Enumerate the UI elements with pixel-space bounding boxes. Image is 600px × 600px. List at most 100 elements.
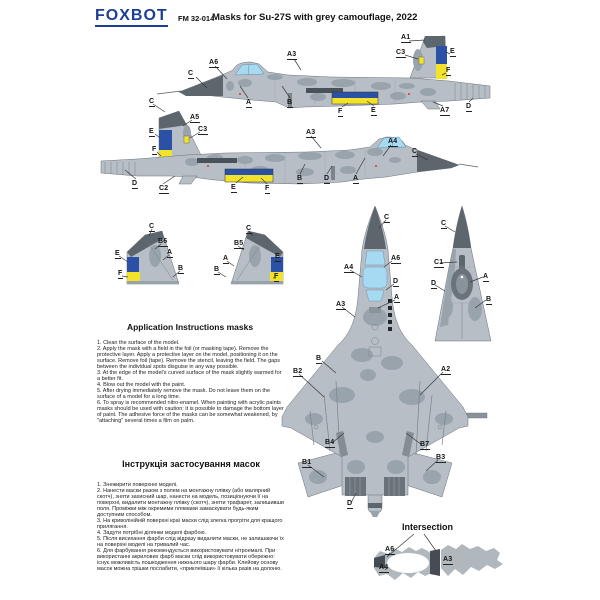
mask-label-b: B bbox=[316, 355, 323, 364]
fin-cap bbox=[423, 36, 445, 48]
nose-cone bbox=[453, 206, 471, 248]
stores bbox=[306, 88, 343, 93]
mask-label-a5: A5 bbox=[190, 114, 201, 123]
page-title: Masks for Su-27S with grey camouflage, 2… bbox=[212, 12, 418, 23]
fin-cap bbox=[159, 111, 187, 129]
trident-emblem bbox=[418, 56, 425, 65]
canopy bbox=[234, 63, 265, 76]
intersection-strip-left bbox=[374, 555, 385, 568]
part-number: FM 32-014 bbox=[178, 14, 215, 23]
mask-label-f: F bbox=[338, 108, 344, 117]
mask-label-a2: A2 bbox=[441, 366, 452, 375]
fuselage-flag-yellow bbox=[225, 175, 273, 182]
canopy bbox=[362, 250, 388, 302]
mask-label-d: D bbox=[324, 175, 331, 184]
mask-label-b2: B2 bbox=[293, 368, 304, 377]
intersection-title: Intersection bbox=[402, 522, 454, 532]
instruction-step: 3. На криволінійній поверхні краї маски … bbox=[97, 518, 283, 530]
airframe-planform bbox=[281, 205, 469, 496]
mask-label-b4: B4 bbox=[325, 439, 336, 448]
leader-lines bbox=[298, 219, 444, 504]
mask-label-c: C bbox=[188, 70, 195, 79]
instruction-step: 4. Blow out the model with the paint. bbox=[97, 382, 186, 388]
mask-label-e: E bbox=[149, 128, 155, 137]
mask-label-c: C bbox=[246, 225, 253, 234]
mask-label-a: A bbox=[167, 249, 174, 258]
nozzle-detail bbox=[454, 83, 486, 100]
mask-label-a1: A1 bbox=[401, 34, 412, 43]
mask-label-c3: C3 bbox=[396, 49, 407, 58]
mask-label-a: A bbox=[246, 99, 253, 108]
mask-label-d: D bbox=[393, 278, 400, 287]
mask-label-e: E bbox=[275, 253, 281, 262]
fin-flag-blue bbox=[159, 130, 172, 150]
trident-emblem bbox=[183, 135, 190, 144]
instructions-heading-ua: Інструкція застосування масок bbox=[122, 459, 260, 469]
instruction-step: 3. At the edge of the model's curved sur… bbox=[97, 370, 282, 382]
intersection-detail-artwork bbox=[374, 533, 503, 580]
mask-label-b3: B3 bbox=[436, 454, 447, 463]
instruction-step: 1. Знежирити поверхню моделі. bbox=[97, 482, 178, 488]
nose-cone bbox=[179, 75, 223, 96]
mask-label-d: D bbox=[132, 180, 139, 189]
vertical-fin-right-top bbox=[402, 431, 414, 457]
mask-label-c1: C1 bbox=[434, 259, 445, 268]
mask-label-b: B bbox=[178, 265, 185, 274]
mask-label-a3: A3 bbox=[336, 301, 347, 310]
mask-label-c2: C2 bbox=[159, 185, 170, 194]
brand-logo: FOXBOT bbox=[95, 8, 168, 27]
mask-label-a4: A4 bbox=[344, 264, 355, 273]
fin-flag-yellow bbox=[436, 64, 447, 79]
instruction-step: 5. After drying immediately remove the m… bbox=[97, 388, 271, 400]
pitot-probe bbox=[156, 90, 182, 95]
bottom-view-artwork bbox=[434, 205, 492, 342]
mask-label-c: C bbox=[149, 223, 156, 232]
mask-label-b6: B6 bbox=[158, 238, 169, 247]
nozzle-left bbox=[345, 477, 366, 496]
mask-label-b1: B1 bbox=[302, 459, 313, 468]
nose-cone bbox=[364, 206, 386, 249]
intersection-strip-center bbox=[430, 549, 440, 576]
mask-label-a4: A4 bbox=[379, 564, 390, 573]
leader-lines bbox=[195, 39, 474, 108]
fin-right-cap bbox=[246, 231, 283, 257]
top-view-artwork bbox=[281, 205, 488, 517]
instruction-step: 1. Clean the surface of the model. bbox=[97, 340, 180, 346]
instruction-step: 4. Задути потрібні ділянки моделі фарбою… bbox=[97, 530, 207, 536]
instructions-text-en: 1. Clean the surface of the model. 2. Ap… bbox=[97, 340, 285, 424]
instruction-step: 2. Apply the mask with a field in the fo… bbox=[97, 346, 281, 370]
mask-label-e: E bbox=[231, 184, 237, 193]
mask-label-e: E bbox=[115, 250, 121, 259]
mask-label-c: C bbox=[384, 214, 391, 223]
instruction-step: 2. Нанести маски разом з полем на монтаж… bbox=[97, 488, 284, 518]
instruction-step: 6. To spray is recommended nitro-enamel.… bbox=[97, 400, 284, 424]
leader-lines bbox=[434, 225, 487, 309]
instruction-step: 5. Після висихання фарби слід відразу ви… bbox=[97, 536, 284, 548]
mask-label-a: A bbox=[394, 294, 401, 303]
mask-label-a7: A7 bbox=[440, 107, 451, 116]
mask-label-b: B bbox=[486, 296, 493, 305]
mask-piece-right bbox=[441, 544, 503, 576]
mask-label-c: C bbox=[441, 220, 448, 229]
mask-label-a4: A4 bbox=[388, 138, 399, 147]
leader-lines bbox=[118, 228, 278, 279]
fin-right-flag-blue bbox=[271, 257, 283, 272]
instruction-step: 6. Для фарбування рекомендується викорис… bbox=[97, 548, 282, 572]
instructions-heading-en: Application Instructions masks bbox=[126, 322, 254, 332]
nozzle-right bbox=[384, 477, 405, 496]
fuselage-flag-blue bbox=[332, 92, 378, 98]
mask-label-c: C bbox=[412, 148, 419, 157]
side-profile-nose-left-artwork bbox=[156, 35, 491, 110]
mask-label-b: B bbox=[287, 99, 294, 108]
mask-label-d: D bbox=[431, 280, 438, 289]
mask-label-a6: A6 bbox=[209, 59, 220, 68]
mask-label-e: E bbox=[450, 48, 456, 57]
mask-label-f: F bbox=[446, 67, 452, 76]
mask-label-c: C bbox=[149, 98, 156, 107]
mask-label-a3: A3 bbox=[443, 556, 454, 565]
mask-label-a3: A3 bbox=[287, 51, 298, 60]
mask-label-f: F bbox=[118, 270, 124, 279]
leader-lines bbox=[124, 103, 429, 185]
mask-label-f: F bbox=[265, 185, 271, 194]
